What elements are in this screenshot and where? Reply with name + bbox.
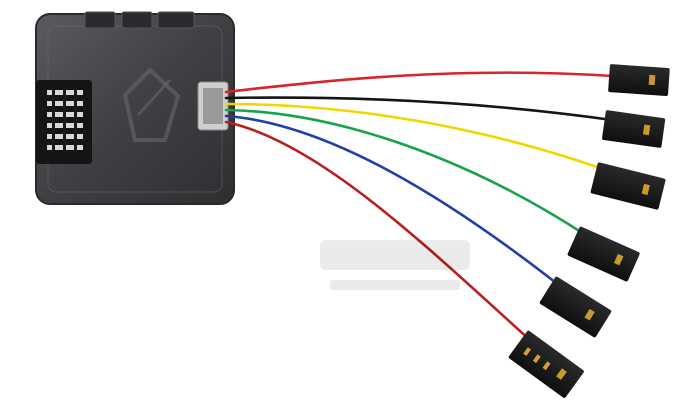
servo-connector bbox=[590, 162, 666, 210]
flight-controller-board bbox=[35, 11, 235, 205]
servo-connector bbox=[508, 330, 584, 398]
pin-header bbox=[36, 80, 92, 164]
wire-bundle bbox=[224, 71, 614, 342]
servo-connector bbox=[567, 226, 640, 282]
servo-connector bbox=[539, 276, 612, 338]
servo-connectors bbox=[508, 64, 670, 398]
servo-connector bbox=[602, 110, 666, 148]
servo-connector bbox=[608, 64, 670, 96]
watermark bbox=[320, 240, 470, 290]
